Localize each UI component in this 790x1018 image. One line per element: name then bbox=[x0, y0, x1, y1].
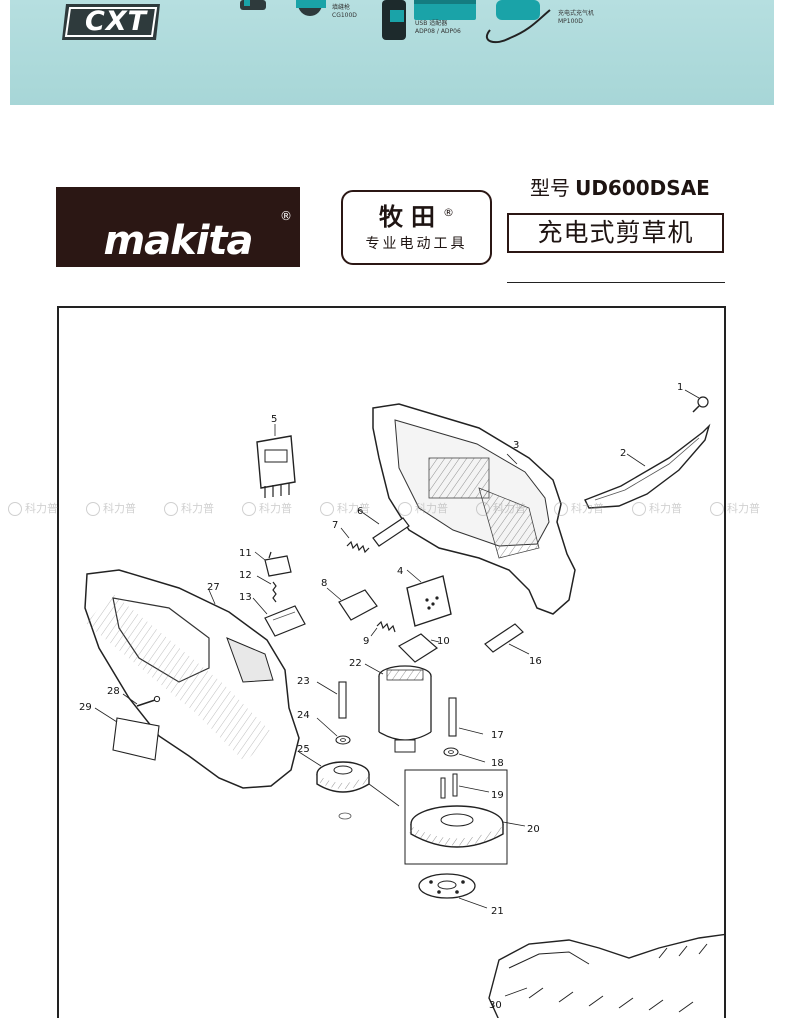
part-4-controller bbox=[406, 569, 452, 627]
callout-4: 4 bbox=[397, 566, 403, 577]
part-24-washer bbox=[316, 717, 351, 745]
callout-3: 3 bbox=[513, 440, 519, 451]
callout-6: 6 bbox=[357, 506, 363, 517]
exploded-diagram-frame: 1 2 3 4 5 6 7 8 9 10 11 12 13 16 17 18 1… bbox=[57, 306, 726, 1018]
part-30-blade bbox=[488, 933, 724, 1018]
callout-27: 27 bbox=[207, 582, 220, 593]
callout-10: 10 bbox=[437, 636, 450, 647]
callout-19: 19 bbox=[491, 790, 504, 801]
part-16-slider bbox=[484, 623, 530, 655]
part-19-pins bbox=[440, 773, 490, 799]
part-18-washer bbox=[443, 747, 486, 763]
part-22-motor bbox=[364, 663, 432, 753]
callout-20: 20 bbox=[527, 824, 540, 835]
callout-21: 21 bbox=[491, 906, 504, 917]
part-11-switch bbox=[254, 551, 292, 577]
cxt-logo-text: CXT bbox=[84, 6, 148, 37]
callout-labels: 1 2 3 4 5 6 7 8 9 10 11 12 13 16 17 18 1… bbox=[79, 382, 683, 1011]
header-divider bbox=[507, 282, 725, 283]
part-5-switch-board bbox=[256, 424, 296, 498]
part-20-large-gear bbox=[409, 805, 526, 848]
callout-11: 11 bbox=[239, 548, 252, 559]
cn-tagline: 专业电动工具 bbox=[365, 236, 468, 252]
caption-inflator: 充电式充气机 MP100D bbox=[558, 10, 595, 25]
callout-22: 22 bbox=[349, 658, 362, 669]
part-27-handle-housing bbox=[84, 569, 300, 789]
part-10-block bbox=[398, 633, 440, 663]
model-number: UD600DSAE bbox=[575, 176, 710, 200]
part-6-pin bbox=[358, 509, 410, 547]
part-21-plate bbox=[418, 873, 488, 909]
model-line: 型号 UD600DSAE bbox=[530, 172, 730, 204]
callout-29: 29 bbox=[79, 702, 92, 713]
registered-mark: ® bbox=[280, 209, 292, 223]
callout-17: 17 bbox=[491, 730, 504, 741]
part-17-pin bbox=[448, 697, 484, 737]
part-29-label bbox=[94, 707, 160, 761]
part-1-screw bbox=[684, 389, 709, 413]
tool-silhouette-caulk-gun bbox=[382, 0, 406, 40]
part-13-lever bbox=[252, 597, 306, 637]
promo-banner: CXT 填缝枪 CG100D USB 适配器 ADP08 / ADP06 充电式… bbox=[10, 0, 774, 105]
product-name: 充电式剪草机 bbox=[507, 213, 724, 253]
part-28-screw bbox=[122, 693, 161, 707]
watermark-icon bbox=[8, 502, 22, 516]
part-group-box bbox=[404, 769, 508, 865]
callout-9: 9 bbox=[363, 636, 369, 647]
callout-5: 5 bbox=[271, 414, 277, 425]
model-label: 型号 bbox=[530, 176, 570, 200]
callout-30: 30 bbox=[489, 1000, 502, 1011]
part-8-bracket bbox=[326, 587, 378, 621]
tool-silhouette-1 bbox=[240, 0, 266, 10]
callout-25: 25 bbox=[297, 744, 310, 755]
callout-23: 23 bbox=[297, 676, 310, 687]
cn-registered-mark: ® bbox=[443, 206, 454, 219]
callout-7: 7 bbox=[332, 520, 338, 531]
tool-silhouette-2 bbox=[296, 0, 326, 16]
part-2-blade-cover bbox=[584, 423, 711, 509]
cxt-logo bbox=[62, 4, 160, 40]
callout-16: 16 bbox=[529, 656, 542, 667]
caption-usb-adapter: USB 适配器 ADP08 / ADP06 bbox=[415, 20, 461, 35]
callout-8: 8 bbox=[321, 578, 327, 589]
callout-18: 18 bbox=[491, 758, 504, 769]
callout-2: 2 bbox=[620, 448, 626, 459]
part-12-spring bbox=[256, 575, 277, 603]
cn-brand-name: 牧田 bbox=[379, 203, 443, 231]
callout-12: 12 bbox=[239, 570, 252, 581]
tool-silhouette-usb-adapter bbox=[414, 0, 476, 20]
part-23-pin bbox=[316, 681, 347, 719]
exploded-parts-diagram: 1 2 3 4 5 6 7 8 9 10 11 12 13 16 17 18 1… bbox=[79, 382, 724, 1018]
banner-tools-illustration bbox=[62, 0, 551, 44]
callout-24: 24 bbox=[297, 710, 310, 721]
cn-brand-badge: 牧田® 专业电动工具 bbox=[341, 190, 492, 265]
part-3-housing bbox=[372, 403, 576, 615]
makita-logo: makita ® bbox=[56, 187, 300, 267]
makita-logo-text: makita bbox=[103, 218, 253, 264]
callout-28: 28 bbox=[107, 686, 120, 697]
callout-1: 1 bbox=[677, 382, 683, 393]
caption-caulk-gun: 填缝枪 CG100D bbox=[332, 4, 357, 19]
tool-silhouette-inflator bbox=[485, 0, 551, 44]
part-7-spring bbox=[340, 527, 370, 554]
part-9-spring bbox=[370, 620, 396, 637]
part-25-gear bbox=[298, 751, 400, 820]
callout-13: 13 bbox=[239, 592, 252, 603]
